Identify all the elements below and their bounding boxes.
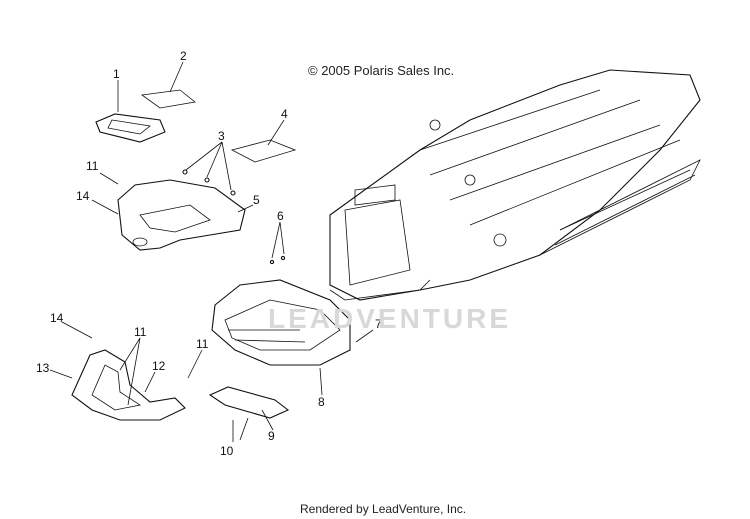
- part-1-plate: [95, 113, 166, 143]
- watermark: LEADVENTURE: [268, 303, 512, 334]
- part-5-cover: [117, 179, 246, 251]
- callout-5: 5: [253, 193, 260, 207]
- callout-11c: 11: [196, 337, 209, 351]
- callout-11b: 11: [134, 325, 147, 339]
- callout-13: 13: [36, 361, 50, 375]
- callout-10: 10: [220, 444, 234, 458]
- part-13-bumper: [71, 349, 186, 421]
- callout-8: 8: [318, 395, 325, 409]
- callout-14b: 14: [50, 311, 64, 325]
- callout-2: 2: [180, 49, 187, 63]
- callout-14a: 14: [76, 189, 90, 203]
- callout-4: 4: [281, 107, 288, 121]
- callout-1: 1: [113, 67, 120, 81]
- part-3-screws: [182, 169, 236, 196]
- callout-9: 9: [268, 429, 275, 443]
- part-9-plate: [208, 386, 290, 419]
- rendered-by-text: Rendered by LeadVenture, Inc.: [300, 502, 467, 516]
- part-8-nose-pan: [211, 279, 351, 366]
- callout-3: 3: [218, 129, 225, 143]
- part-4-decal: [230, 139, 297, 163]
- callout-11a: 11: [86, 159, 99, 173]
- part-2-decal: [140, 89, 196, 109]
- chassis-frame: [329, 69, 701, 301]
- callout-labels: 1 2 3 4 5 6 7 8 9 10 11 11 11 11 12 13 1…: [36, 49, 382, 458]
- callout-12: 12: [152, 359, 166, 373]
- callout-7: 7: [375, 317, 382, 331]
- copyright-text: © 2005 Polaris Sales Inc.: [308, 63, 455, 78]
- part-6-fasteners: [269, 255, 286, 265]
- callout-6: 6: [277, 209, 284, 223]
- leader-lines: [49, 61, 374, 442]
